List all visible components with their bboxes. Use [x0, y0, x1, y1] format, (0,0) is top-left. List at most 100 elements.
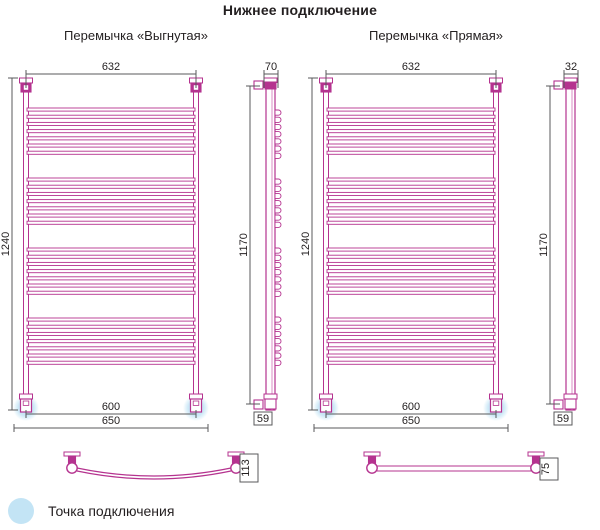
front-left-rung — [26, 269, 196, 274]
detail-left-dim-label: 113 — [240, 459, 252, 477]
front-left-rung — [26, 143, 196, 148]
front-right-rung — [326, 276, 496, 281]
front-left-rung — [26, 331, 196, 336]
side-left-rung-profile — [274, 283, 282, 290]
front-right-rung — [326, 254, 496, 259]
side-left-dim-height-label: 1170 — [238, 233, 250, 257]
front-right-rung — [326, 184, 496, 189]
front-left-rung — [26, 283, 196, 288]
front-right-bottom-fitting-cap-left — [319, 393, 333, 400]
front-right-rung — [326, 317, 496, 322]
side-left-rung-profile — [274, 323, 282, 330]
front-right-rung — [326, 353, 496, 358]
front-left-rung — [26, 317, 196, 322]
detail-right-dim-box — [539, 457, 559, 481]
detail-right-joint-left — [366, 462, 378, 474]
front-right-rung — [326, 199, 496, 204]
front-right-dim-inner-label: 600 — [402, 401, 420, 413]
front-right-bottom-fitting-cap-right — [489, 393, 503, 400]
side-left-rung-profile — [274, 109, 282, 116]
front-right-rung — [326, 346, 496, 351]
front-left-dim-width-label: 632 — [102, 61, 120, 73]
variant-label-curved: Перемычка «Выгнутая» — [64, 28, 208, 43]
front-left-rung — [26, 121, 196, 126]
side-right-bottom-fitting — [564, 398, 577, 410]
front-left-rung — [26, 346, 196, 351]
side-left-rung-profile — [274, 290, 282, 297]
detail-right-dim-label: 75 — [540, 463, 552, 475]
side-right-body — [565, 79, 576, 411]
front-left-rung — [26, 177, 196, 182]
detail-right-fitting-cap-right — [527, 451, 545, 457]
side-left-rung-profile — [274, 200, 282, 207]
front-right-bottom-fitting-bore-left — [322, 400, 330, 406]
side-right-top-fitting-side — [553, 80, 564, 90]
front-left-rung — [26, 353, 196, 358]
front-left-rung — [26, 247, 196, 252]
front-right-rung — [326, 247, 496, 252]
side-left-top-fitting-side — [253, 80, 264, 90]
front-left-rung — [26, 261, 196, 266]
front-right-rung — [326, 107, 496, 112]
side-right-dim-bottom-label: 59 — [557, 413, 569, 425]
front-left-rung — [26, 254, 196, 259]
front-right-dim-width-label: 632 — [402, 61, 420, 73]
front-left-dim-height-label: 1240 — [0, 232, 12, 256]
side-left-rung-profile — [274, 247, 282, 254]
variant-label-straight: Перемычка «Прямая» — [368, 28, 504, 43]
front-left-rung — [26, 184, 196, 189]
front-left-rung — [26, 136, 196, 141]
front-right-rung — [326, 324, 496, 329]
front-left-rung — [26, 290, 196, 295]
front-left-rung — [26, 191, 196, 196]
page-title: Нижнее подключение — [222, 2, 378, 18]
front-right-rung — [326, 331, 496, 336]
front-right-rung — [326, 261, 496, 266]
front-right-rung — [326, 191, 496, 196]
side-left-rung-profile — [274, 116, 282, 123]
side-left-rung-profile — [274, 123, 282, 131]
side-left-rung-profile — [274, 330, 282, 338]
front-left-bottom-fitting-cap-right — [189, 393, 203, 400]
side-left-dim-bottom-label: 59 — [257, 413, 269, 425]
front-left-rung — [26, 206, 196, 211]
side-left-rung-profile — [274, 338, 282, 345]
side-left-rung-profile — [274, 269, 282, 276]
side-left-rung-profile — [274, 131, 282, 138]
front-right-rung — [326, 206, 496, 211]
front-left-rung — [26, 129, 196, 134]
side-left-rung-profile — [274, 185, 282, 192]
front-left-rung — [26, 213, 196, 218]
front-left-rung — [26, 107, 196, 112]
legend-label: Точка подключения — [48, 503, 175, 519]
front-right-rung — [326, 177, 496, 182]
side-right-top-fitting — [564, 81, 577, 90]
side-left-rung-profile — [274, 145, 282, 152]
side-left-rung-profile — [274, 261, 282, 269]
side-left-rung-profile — [274, 359, 282, 366]
side-left-dim-depth-label: 70 — [265, 61, 277, 73]
front-right-rung — [326, 290, 496, 295]
front-right-rung — [326, 360, 496, 365]
front-right-rung — [326, 220, 496, 225]
front-left-bottom-fitting-bore-right — [192, 400, 200, 406]
side-left-dim-bottom-box — [253, 411, 273, 426]
detail-right-fitting-stem-left — [367, 455, 377, 464]
side-left-top-fitting — [264, 81, 277, 90]
front-right-rung — [326, 129, 496, 134]
front-right-rung — [326, 121, 496, 126]
side-right-dim-depth-label: 32 — [565, 61, 577, 73]
side-left-rung-profile — [274, 152, 282, 159]
front-right-rung — [326, 213, 496, 218]
side-left-body — [265, 79, 276, 411]
side-left-bottom-fitting — [264, 398, 277, 410]
side-left-rung-profile — [274, 178, 282, 185]
front-left-rung — [26, 220, 196, 225]
detail-left-dim-box — [239, 453, 259, 483]
side-left-rung-profile — [274, 276, 282, 283]
side-left-rung-profile — [274, 352, 282, 359]
detail-right-fitting-cap-left — [363, 451, 381, 457]
side-left-rung-profile — [274, 138, 282, 145]
